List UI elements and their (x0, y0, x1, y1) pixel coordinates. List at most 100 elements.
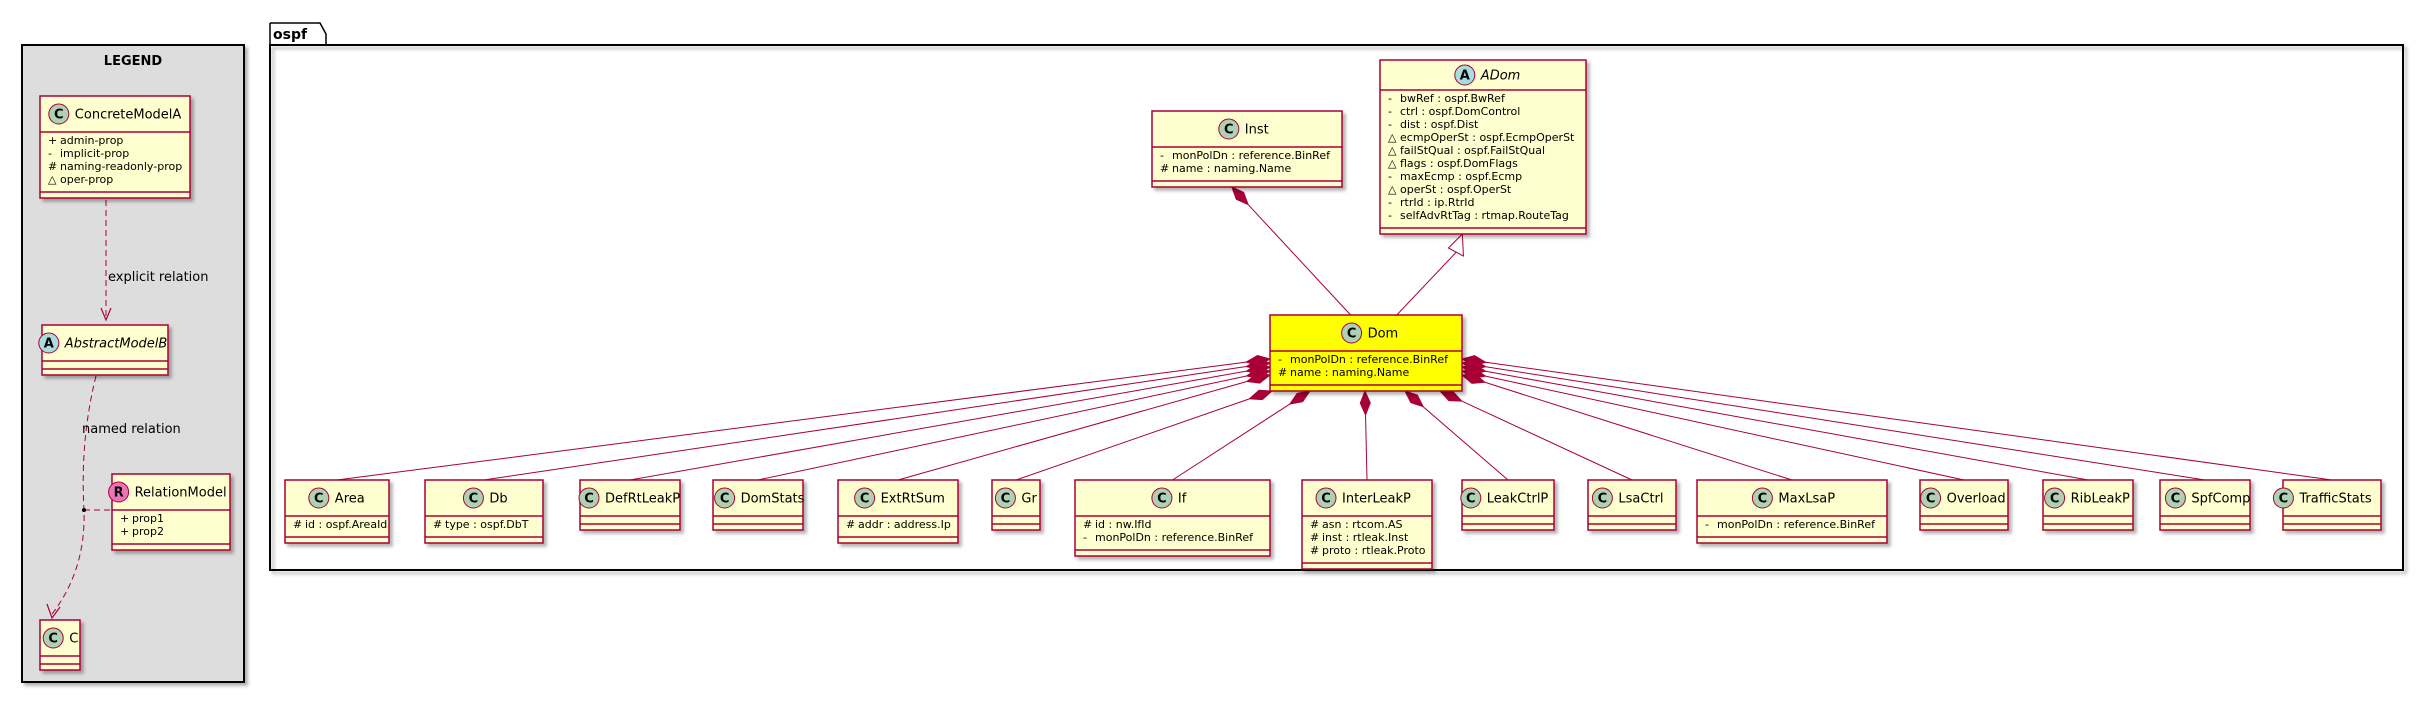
attr-text: ctrl : ospf.DomControl (1400, 105, 1520, 118)
class-name: Dom (1368, 327, 1399, 342)
attr-text: dist : ospf.Dist (1400, 118, 1479, 131)
dom-inter-leak-p-relation (1365, 414, 1368, 481)
class-name: DefRtLeakP (605, 492, 680, 507)
class-name: SpfComp (2191, 492, 2250, 507)
class-badge-letter: C (54, 108, 64, 123)
dom-gr-relation (1015, 398, 1250, 481)
attr-visibility: - (1083, 531, 1087, 544)
attr-text: monPolDn : reference.BinRef (1717, 518, 1876, 531)
class-badge-letter: C (1321, 492, 1331, 507)
attr-text: rtrId : ip.RtrId (1400, 196, 1475, 209)
attr-visibility: # (846, 518, 855, 531)
attr-text: prop1 (132, 512, 164, 525)
attr-visibility: # (1278, 366, 1287, 379)
class-name: Gr (1021, 492, 1037, 507)
package-name: ospf (273, 27, 308, 43)
class-name: Overload (1947, 492, 2006, 507)
class-lsa-ctrl: C LsaCtrl (1587, 479, 1677, 531)
class-name: ExtRtSum (881, 492, 945, 507)
class-badge-icon (2272, 487, 2294, 509)
class-badge-icon (308, 487, 330, 509)
class-badge-icon (1920, 487, 1942, 509)
attr-text: implicit-prop (60, 147, 129, 160)
class-name: DomStats (741, 492, 805, 507)
attr-text: proto : rtleak.Proto (1322, 544, 1426, 557)
class-badge-letter: C (1758, 492, 1768, 507)
class-badge-icon (1341, 322, 1363, 344)
dom-max-lsa-p-relation (1484, 381, 1793, 481)
class-name: Area (335, 492, 365, 507)
class-name: ConcreteModelA (75, 108, 182, 123)
attr-text: type : ospf.DbT (445, 518, 529, 531)
class-badge-icon (2164, 487, 2186, 509)
attr-visibility: + (120, 525, 129, 538)
attr-visibility: + (48, 134, 57, 147)
attr-visibility: # (1310, 544, 1319, 557)
class-name: TrafficStats (2298, 492, 2371, 507)
named-relation-label: named relation (82, 422, 181, 437)
package-frame (269, 44, 2404, 571)
named-relation-arrow (46, 603, 61, 620)
attr-text: id : ospf.AreaId (305, 518, 387, 531)
dom-rib-leak-p-relation (1485, 370, 2089, 481)
class-badge-icon (462, 487, 484, 509)
class-badge-letter: C (2050, 492, 2060, 507)
class-name: If (1178, 492, 1187, 507)
attr-visibility: - (1388, 105, 1392, 118)
class-badge-letter: C (314, 492, 324, 507)
dom-spf-comp-relation (1485, 366, 2206, 481)
dom-if-relation (1172, 403, 1291, 481)
inst-dom-relation (1247, 204, 1352, 316)
attr-text: oper-prop (60, 173, 113, 186)
class-name: Inst (1245, 123, 1269, 138)
dom-adom-inheritance (1396, 251, 1457, 316)
explicit-relation-arrow (100, 307, 112, 322)
class-badge-icon (854, 487, 876, 509)
class-name: LsaCtrl (1618, 492, 1663, 507)
class-badge-icon (1454, 64, 1476, 86)
inheritance-arrow-icon (1447, 232, 1464, 257)
attr-visibility: △ (1388, 144, 1397, 157)
class-badge-icon (1460, 487, 1482, 509)
class-badge-icon (1315, 487, 1337, 509)
attr-visibility: # (1160, 162, 1169, 175)
attr-visibility: - (1388, 170, 1392, 183)
attr-text: addr : address.Ip (858, 518, 951, 531)
attr-text: selfAdvRtTag : rtmap.RouteTag (1400, 209, 1569, 222)
class-badge-icon (1218, 118, 1240, 140)
attr-text: naming-readonly-prop (60, 160, 182, 173)
class-badge-letter: C (1157, 492, 1167, 507)
attr-text: name : naming.Name (1172, 162, 1292, 175)
attr-visibility: - (1388, 196, 1392, 209)
class-badge-icon (1151, 487, 1173, 509)
class-badge-icon (714, 487, 736, 509)
attr-visibility: # (1083, 518, 1092, 531)
attr-text: monPolDn : reference.BinRef (1172, 149, 1331, 162)
attr-visibility: △ (1388, 157, 1397, 170)
class-badge-icon (38, 332, 60, 354)
class-badge-letter: C (720, 492, 730, 507)
class-badge-icon (48, 103, 70, 125)
dom-lsa-ctrl-relation (1461, 400, 1633, 481)
package-tab (270, 22, 327, 45)
attr-text: asn : rtcom.AS (1322, 518, 1402, 531)
class-badge-letter: A (44, 337, 54, 352)
class-name: LeakCtrlP (1487, 492, 1549, 507)
attr-visibility: # (433, 518, 442, 531)
class-badge-letter: C (1598, 492, 1608, 507)
relation-junction-dot (82, 508, 86, 512)
attr-text: operSt : ospf.OperSt (1400, 183, 1512, 196)
composition-diamond (1438, 390, 1463, 402)
class-badge-letter: C (1224, 123, 1234, 138)
